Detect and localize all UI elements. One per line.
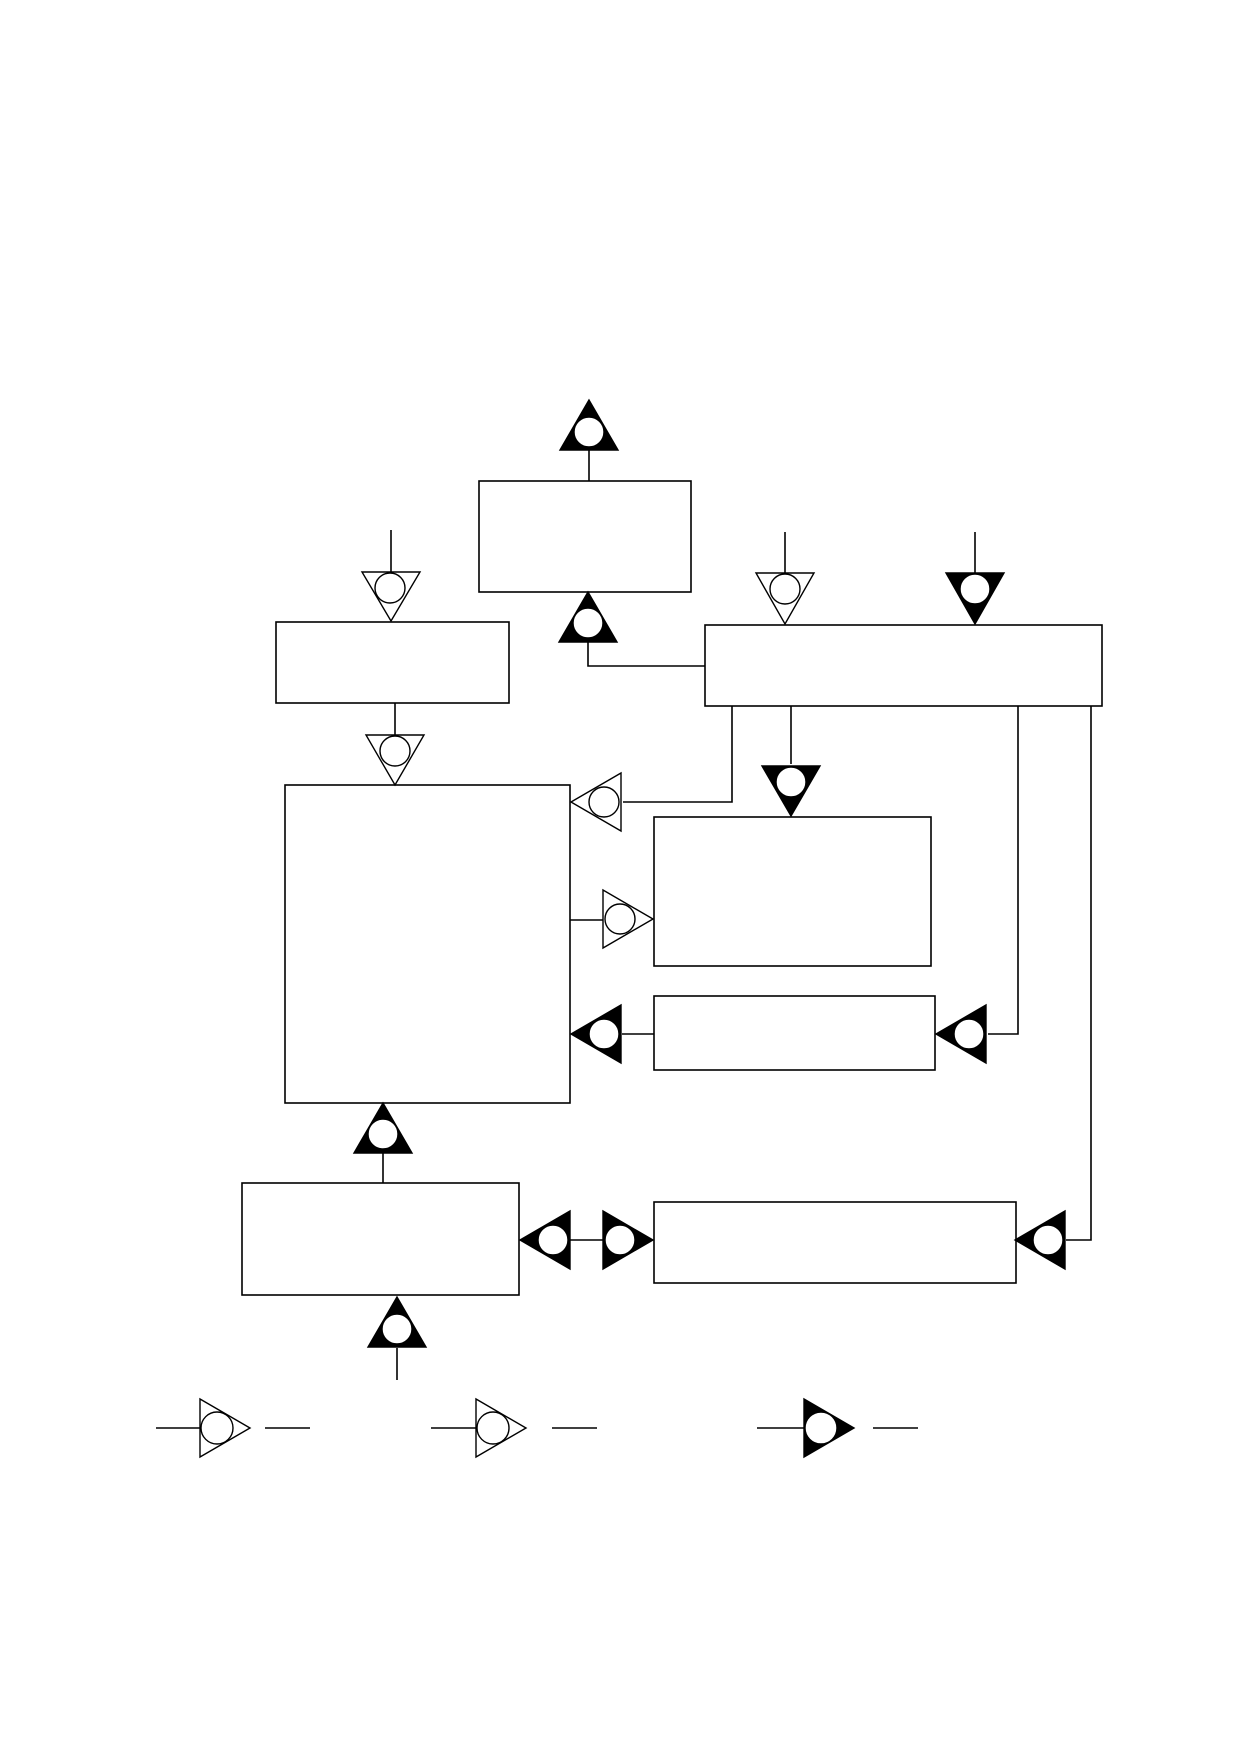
marker-upper-right-input-open-down <box>754 572 816 626</box>
legend-item-open-2 <box>475 1397 528 1459</box>
marker-central-right-input-open-left <box>569 771 622 833</box>
box-upper-left <box>275 621 510 704</box>
box-central-tall <box>284 784 571 1104</box>
box-lower-left <box>241 1182 520 1296</box>
box-right-middle <box>653 816 932 967</box>
wire-upper-right-to-lower-right <box>1066 706 1092 1241</box>
wire-upper-right-to-right-narrow <box>988 706 1019 1035</box>
box-lower-right-wide <box>653 1201 1017 1284</box>
marker-central-bottom-input-filled-up <box>352 1101 414 1154</box>
marker-right-narrow-input-filled-left <box>934 1003 987 1065</box>
marker-right-middle-input-filled-down <box>760 765 822 818</box>
marker-upper-right-input-filled-down <box>944 572 1006 626</box>
marker-lower-left-input-filled-left <box>518 1209 571 1271</box>
blocks <box>241 480 1103 1296</box>
legend <box>199 1397 856 1459</box>
box-upper-right-wide <box>704 624 1103 707</box>
box-right-narrow <box>653 995 936 1071</box>
marker-upper-left-input-open-down <box>360 571 422 623</box>
connector-markers <box>352 398 1066 1348</box>
marker-central-lower-input-filled-left <box>569 1003 622 1065</box>
marker-central-output-open-right <box>602 888 655 950</box>
marker-lower-left-bottom-input-filled-up <box>366 1295 428 1348</box>
marker-lower-right-side-input-filled-left <box>1013 1209 1066 1271</box>
wire-upper-right-to-top-center <box>587 642 705 667</box>
connection-lines <box>156 450 1092 1429</box>
marker-top-center-input-filled-up <box>557 590 619 643</box>
legend-item-open-1 <box>199 1397 252 1459</box>
wire-upper-right-to-central <box>623 706 733 803</box>
marker-lower-right-input-filled-right <box>602 1209 655 1271</box>
marker-central-top-input-open-down <box>364 734 426 787</box>
legend-item-filled <box>803 1397 856 1459</box>
marker-top-output-filled-up <box>558 398 620 451</box>
box-top-center <box>478 480 692 593</box>
